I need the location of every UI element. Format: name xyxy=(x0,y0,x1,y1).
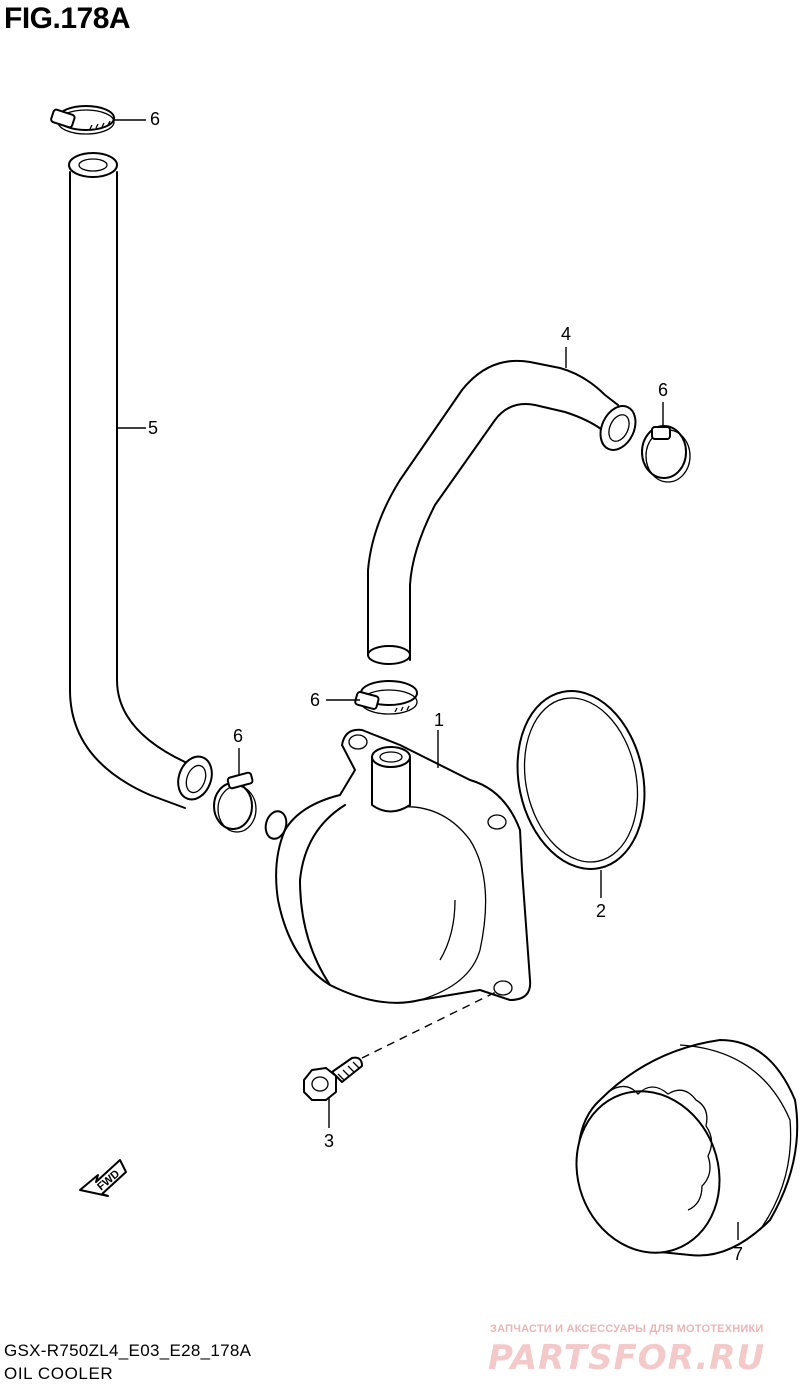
oil-filter[interactable] xyxy=(554,1039,799,1273)
callout-2: 2 xyxy=(596,901,606,921)
callout-7: 7 xyxy=(733,1244,743,1264)
bolt[interactable] xyxy=(303,989,501,1101)
fwd-arrow-icon: FWD xyxy=(79,1159,127,1197)
oil-cooler[interactable] xyxy=(263,728,532,1004)
watermark-brand: PARTSFOR.RU xyxy=(488,1338,766,1378)
hose-long[interactable] xyxy=(68,152,218,809)
clamp-top[interactable] xyxy=(50,105,115,135)
clamp-center[interactable] xyxy=(354,680,418,715)
o-ring[interactable] xyxy=(502,679,661,881)
clamp-right[interactable] xyxy=(641,425,691,483)
callout-6c: 6 xyxy=(310,690,320,710)
callout-3: 3 xyxy=(324,1131,334,1151)
figure-title: FIG.178A xyxy=(4,2,131,35)
callout-5: 5 xyxy=(148,418,158,438)
callout-6b: 6 xyxy=(658,380,668,400)
callout-4: 4 xyxy=(561,324,571,344)
watermark-tagline: ЗАПЧАСТИ И АКСЕССУАРЫ ДЛЯ МОТОТЕХНИКИ xyxy=(490,1323,764,1335)
model-code: GSX-R750ZL4_E03_E28_178A xyxy=(4,1341,252,1360)
callout-6d: 6 xyxy=(233,726,243,746)
clamp-left[interactable] xyxy=(213,771,257,833)
callout-6a: 6 xyxy=(150,109,160,129)
figure-caption: OIL COOLER xyxy=(4,1364,114,1383)
hose-upper[interactable] xyxy=(367,359,642,665)
callout-1: 1 xyxy=(434,710,444,730)
leader-lines xyxy=(114,119,739,1240)
